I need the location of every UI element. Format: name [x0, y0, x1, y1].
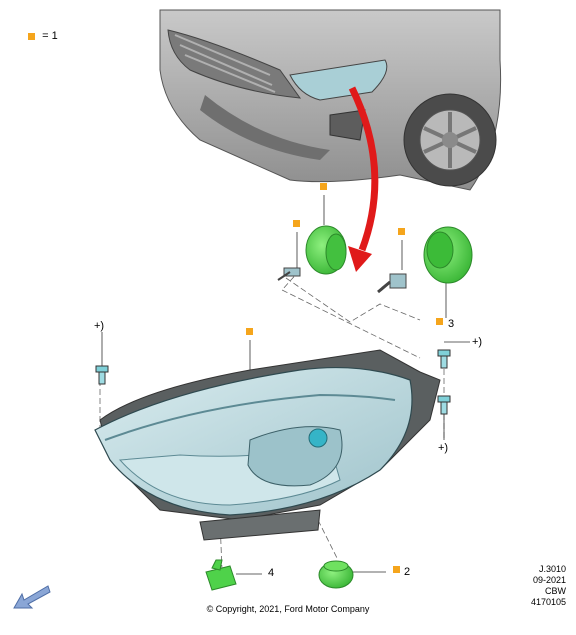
- marker: [393, 566, 400, 573]
- marker: [436, 318, 443, 325]
- callout-item-3: 3: [448, 318, 455, 330]
- bulb-cover-large: [423, 226, 473, 284]
- bulb-cover-bottom: [318, 560, 354, 589]
- marker: [293, 220, 300, 227]
- markers: [246, 183, 443, 573]
- callout-item-4: 4: [268, 567, 275, 579]
- callout-item-2: 2: [404, 566, 411, 578]
- reference-code: J.3010 09-2021 CBW 4170105: [531, 564, 566, 608]
- screw-right-top: [437, 349, 451, 369]
- ref-line-2: 09-2021: [532, 575, 566, 585]
- marker: [398, 228, 405, 235]
- callout-plus-right-top: +): [472, 336, 483, 348]
- ref-line-3: CBW: [545, 586, 566, 596]
- back-arrow-icon: [13, 585, 51, 609]
- back-button[interactable]: [12, 584, 52, 617]
- screw-left: [95, 365, 109, 385]
- callout-plus-left: +): [94, 320, 105, 332]
- headlamp-assembly: [94, 349, 441, 541]
- bulb-right: [377, 273, 407, 294]
- bracket-clip: [205, 559, 237, 591]
- screw-right-bottom: [437, 395, 451, 415]
- marker: [246, 328, 253, 335]
- installation-arrow: [348, 86, 379, 272]
- copyright: © Copyright, 2021, Ford Motor Company: [206, 604, 370, 614]
- vehicle-front: [159, 9, 502, 191]
- ref-line-4: 4170105: [530, 597, 566, 607]
- bulb-left: [277, 267, 301, 281]
- bulb-cover-small: [305, 225, 347, 275]
- marker: [320, 183, 327, 190]
- legend-marker: [28, 32, 35, 40]
- callout-lines: [101, 195, 470, 575]
- ref-line-1: J.3010: [538, 564, 566, 574]
- legend-value: 1: [51, 30, 58, 42]
- legend: = 1: [28, 30, 58, 42]
- callout-plus-right-bottom: +): [438, 442, 449, 454]
- legend-equals: =: [42, 30, 49, 42]
